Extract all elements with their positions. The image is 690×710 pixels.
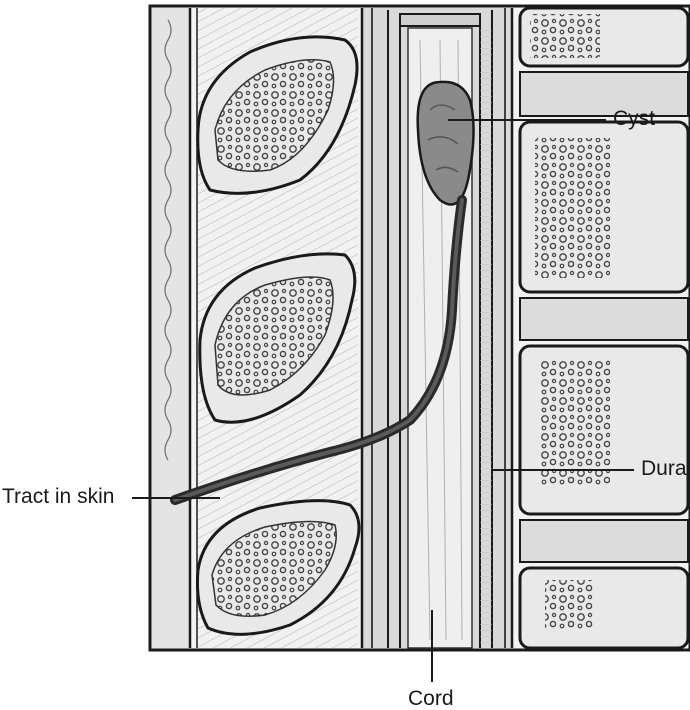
intervertebral-disc-1	[519, 71, 689, 117]
dura-sac	[387, 10, 493, 648]
spinous-process-middle	[198, 252, 357, 424]
spinous-process-upper	[196, 35, 359, 195]
skin-layer	[152, 8, 190, 648]
dural-space	[480, 26, 492, 646]
spinous-process-lower	[196, 499, 361, 636]
intervertebral-disc-2	[519, 297, 689, 341]
label-cord: Cord	[408, 687, 454, 710]
label-tract: Tract in skin	[2, 485, 115, 508]
skin-fat-cells	[164, 19, 172, 461]
label-cyst: Cyst	[613, 107, 655, 130]
label-dura: Dura	[641, 457, 687, 480]
intervertebral-disc-3	[519, 519, 689, 563]
